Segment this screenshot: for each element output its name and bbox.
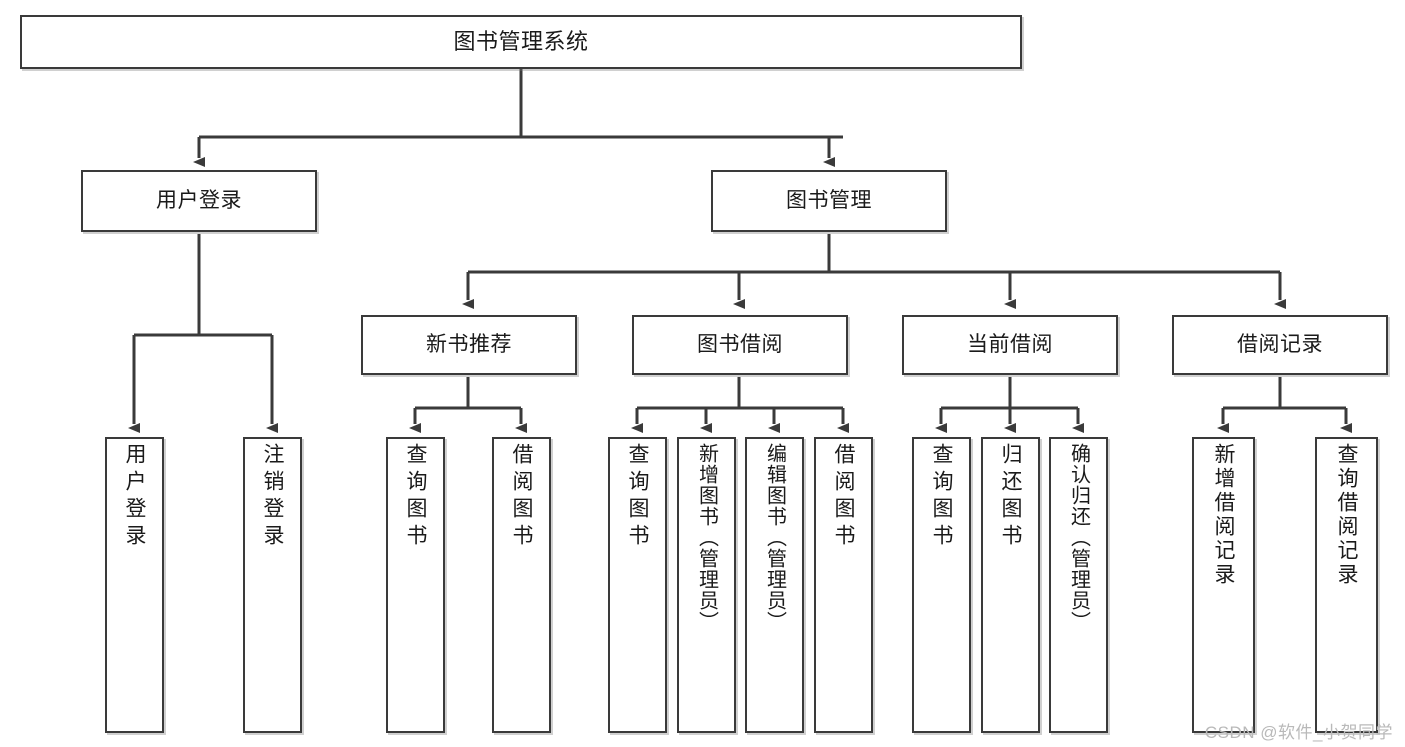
node-leaf-return-book[interactable]: 归还图书: [981, 437, 1040, 733]
node-leaf-add-book-label: 新增图书（管理员）: [695, 443, 718, 632]
node-leaf-query-book-3[interactable]: 查询图书: [912, 437, 971, 733]
edges-user-login-to-leaves: [128, 234, 278, 433]
edges-book-borrow-to-leaves: [631, 377, 849, 433]
node-leaf-user-logout[interactable]: 注销登录: [243, 437, 302, 733]
node-root-label: 图书管理系统: [453, 29, 589, 55]
node-leaf-query-book-2[interactable]: 查询图书: [608, 437, 667, 733]
node-new-book-rec-label: 新书推荐: [426, 332, 512, 356]
node-leaf-query-book-1-label: 查询图书: [404, 443, 427, 551]
node-leaf-borrow-book-2[interactable]: 借阅图书: [814, 437, 873, 733]
edges-book-manage-to-l3: [462, 234, 1286, 309]
node-leaf-borrow-book-1-label: 借阅图书: [510, 443, 533, 551]
node-current-borrow-label: 当前借阅: [967, 332, 1053, 356]
node-leaf-edit-book-label: 编辑图书（管理员）: [763, 443, 786, 632]
node-current-borrow[interactable]: 当前借阅: [902, 315, 1118, 375]
node-leaf-borrow-book-1[interactable]: 借阅图书: [492, 437, 551, 733]
edges-root-to-l2: [193, 69, 843, 167]
edges-borrow-record-to-leaves: [1217, 377, 1352, 433]
node-leaf-user-logout-label: 注销登录: [261, 443, 284, 551]
node-new-book-rec[interactable]: 新书推荐: [361, 315, 577, 375]
node-book-borrow[interactable]: 图书借阅: [632, 315, 848, 375]
node-book-borrow-label: 图书借阅: [697, 332, 783, 356]
node-borrow-record-label: 借阅记录: [1237, 332, 1323, 356]
edges-current-borrow-to-leaves: [935, 377, 1084, 433]
node-leaf-query-book-2-label: 查询图书: [626, 443, 649, 551]
node-leaf-confirm-return[interactable]: 确认归还（管理员）: [1049, 437, 1108, 733]
edges-new-book-rec-to-leaves: [409, 377, 527, 433]
node-leaf-edit-book[interactable]: 编辑图书（管理员）: [745, 437, 804, 733]
node-leaf-query-book-3-label: 查询图书: [930, 443, 953, 551]
node-leaf-add-record-label: 新增借阅记录: [1212, 443, 1235, 587]
node-leaf-user-login-label: 用户登录: [123, 443, 146, 551]
node-leaf-return-book-label: 归还图书: [999, 443, 1022, 551]
node-root[interactable]: 图书管理系统: [20, 15, 1022, 69]
csdn-watermark: CSDN @软件_小贺同学: [1204, 723, 1393, 742]
node-leaf-borrow-book-2-label: 借阅图书: [832, 443, 855, 551]
node-user-login[interactable]: 用户登录: [81, 170, 317, 232]
node-leaf-query-record[interactable]: 查询借阅记录: [1315, 437, 1378, 733]
node-leaf-add-record[interactable]: 新增借阅记录: [1192, 437, 1255, 733]
node-leaf-query-book-1[interactable]: 查询图书: [386, 437, 445, 733]
node-leaf-add-book[interactable]: 新增图书（管理员）: [677, 437, 736, 733]
node-leaf-confirm-return-label: 确认归还（管理员）: [1067, 443, 1090, 632]
node-borrow-record[interactable]: 借阅记录: [1172, 315, 1388, 375]
node-book-manage-label: 图书管理: [786, 188, 872, 212]
node-user-login-label: 用户登录: [156, 188, 242, 212]
node-leaf-user-login[interactable]: 用户登录: [105, 437, 164, 733]
node-leaf-query-record-label: 查询借阅记录: [1335, 443, 1358, 587]
node-book-manage[interactable]: 图书管理: [711, 170, 947, 232]
